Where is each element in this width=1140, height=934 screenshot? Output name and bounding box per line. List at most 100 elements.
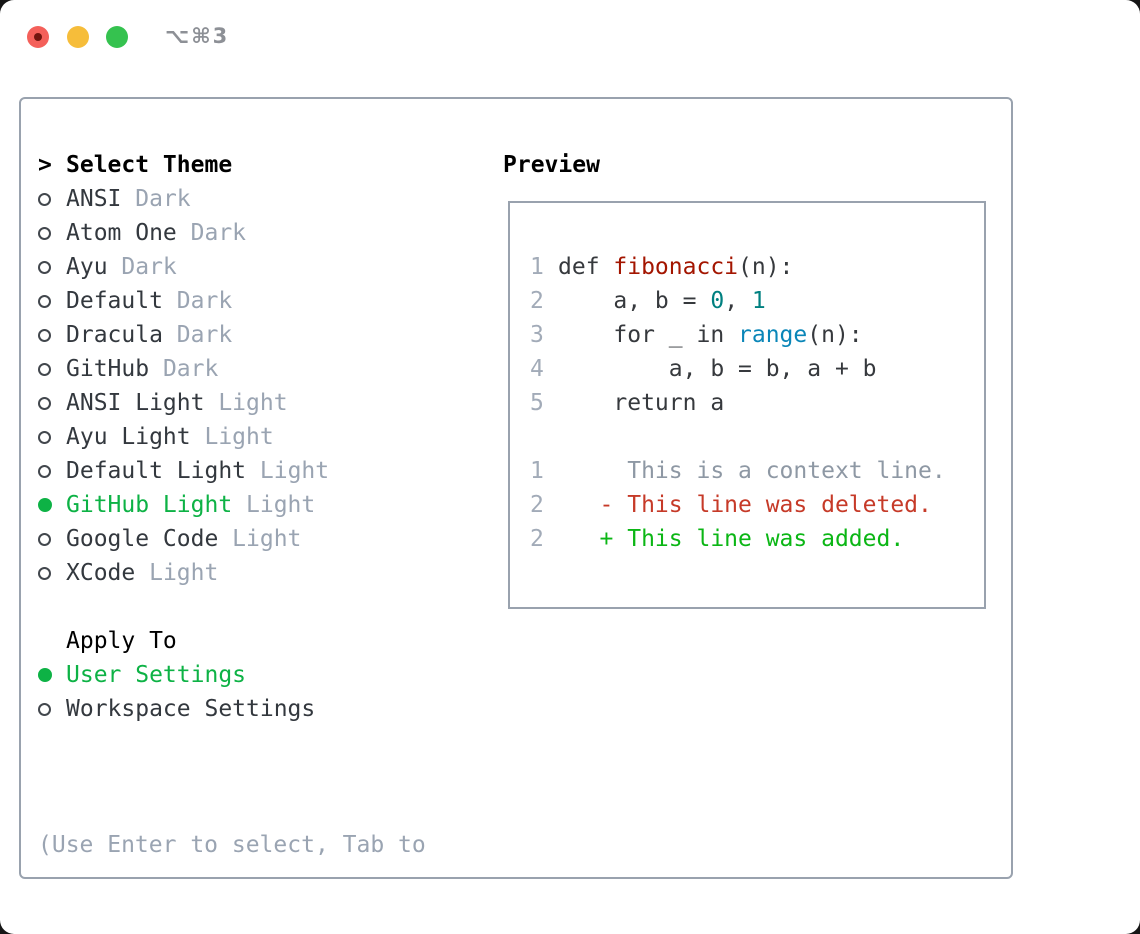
line-number: 2 [530, 526, 544, 552]
radio-selected-icon [38, 498, 52, 512]
radio-cell [38, 260, 66, 274]
theme-variant: Dark [176, 322, 233, 348]
token-code: for _ in [558, 322, 739, 348]
theme-option-dracula[interactable]: Dracula Dark [38, 318, 426, 352]
theme-option-ansi-light[interactable]: ANSI Light Light [38, 386, 426, 420]
radio-cell [38, 498, 66, 512]
theme-option-label: XCode [66, 560, 150, 586]
theme-variant: Dark [162, 356, 219, 382]
theme-option-label: Default Light [66, 458, 260, 484]
radio-icon [38, 226, 51, 240]
apply-option-workspace-settings[interactable]: Workspace Settings [38, 692, 426, 726]
token-code: def [558, 254, 614, 280]
token-builtin: range [738, 322, 808, 348]
radio-cell [38, 566, 66, 580]
radio-cell [38, 702, 66, 716]
theme-option-label: Ayu Light [66, 424, 205, 450]
zoom-button[interactable] [106, 26, 128, 48]
apply-option-user-settings[interactable]: User Settings [38, 658, 426, 692]
radio-icon [38, 396, 51, 410]
help-text: (Use Enter to select, Tab to change focu… [38, 760, 426, 934]
token-deleted: - This line was deleted. [558, 492, 932, 518]
radio-cell [38, 192, 66, 206]
theme-variant: Light [218, 390, 288, 416]
token-code: a, b = [558, 288, 711, 314]
line-number: 3 [530, 322, 544, 348]
theme-variant: Dark [135, 186, 191, 212]
title-bar: ⌥⌘3 [0, 0, 1140, 74]
prompt-marker: > [38, 152, 52, 178]
preview-pane: 1 def fibonacci (n): 2 a, b = 0, 1 3 for _ i… [508, 201, 986, 609]
theme-option-ayu[interactable]: Ayu Dark [38, 250, 426, 284]
token-code: (n): [807, 322, 863, 348]
apply-option-label: Workspace Settings [66, 696, 316, 722]
radio-cell [38, 464, 66, 478]
radio-icon [38, 532, 51, 546]
help-line-1: (Use Enter to select, Tab to [38, 832, 426, 858]
radio-icon [38, 294, 51, 308]
select-theme-title: Select Theme [66, 152, 233, 178]
window-title: ⌥⌘3 [165, 24, 230, 48]
apply-option-label: User Settings [66, 662, 247, 688]
theme-option-xcode[interactable]: XCode Light [38, 556, 426, 590]
token-added: + This line was added. [558, 526, 905, 552]
radio-selected-icon [38, 668, 52, 682]
line-number: 2 [530, 288, 544, 314]
line-number: 2 [530, 492, 544, 518]
code-line: 5 return a [530, 386, 984, 420]
token-code: return a [558, 390, 725, 416]
select-theme-header: > Select Theme [38, 148, 426, 182]
theme-variant: Light [246, 492, 316, 518]
theme-option-label: ANSI Light [66, 390, 219, 416]
code-line [530, 420, 984, 454]
theme-option-ayu-light[interactable]: Ayu Light Light [38, 420, 426, 454]
theme-variant: Light [259, 458, 330, 484]
theme-option-default[interactable]: Default Dark [38, 284, 426, 318]
theme-variant: Light [149, 560, 219, 586]
help-line-2: change focus) [38, 930, 426, 934]
preview-header: Preview [503, 152, 600, 178]
radio-cell [38, 430, 66, 444]
token-context: This is a context line. [558, 458, 946, 484]
radio-icon [38, 362, 51, 376]
token-number: 0 [710, 288, 725, 314]
close-button[interactable] [27, 26, 49, 48]
theme-option-github[interactable]: GitHub Dark [38, 352, 426, 386]
unsaved-indicator-dot [34, 33, 42, 41]
theme-option-label: ANSI [66, 186, 136, 212]
apply-to-title: Apply To [66, 628, 177, 654]
code-line: 2 - This line was deleted. [530, 488, 984, 522]
line-number: 1 [530, 254, 544, 280]
radio-cell [38, 226, 66, 240]
theme-option-github-light[interactable]: GitHub Light Light [38, 488, 426, 522]
theme-option-label: Default [66, 288, 177, 314]
token-code: a, b = b, a + b [558, 356, 877, 382]
minimize-button[interactable] [67, 26, 89, 48]
theme-option-label: Google Code [66, 526, 233, 552]
apply-to-header: Apply To [38, 624, 426, 658]
theme-variant: Light [232, 526, 302, 552]
theme-option-default-light[interactable]: Default Light Light [38, 454, 426, 488]
theme-option-label: GitHub [66, 356, 163, 382]
token-title: fibonacci [613, 254, 739, 280]
radio-icon [38, 464, 51, 478]
theme-variant: Light [204, 424, 274, 450]
token-code: , [724, 288, 752, 314]
token-number: 1 [751, 288, 766, 314]
radio-icon [38, 430, 51, 444]
code-line: 4 a, b = b, a + b [530, 352, 984, 386]
theme-option-ansi[interactable]: ANSI Dark [38, 182, 426, 216]
theme-option-google-code[interactable]: Google Code Light [38, 522, 426, 556]
preview-code: 1 def fibonacci (n): 2 a, b = 0, 1 3 for _ i… [510, 203, 984, 556]
theme-variant: Dark [176, 288, 233, 314]
radio-cell [38, 362, 66, 376]
radio-cell [38, 532, 66, 546]
theme-option-label: Dracula [66, 322, 177, 348]
theme-option-atom-one[interactable]: Atom One Dark [38, 216, 426, 250]
code-line: 2 + This line was added. [530, 522, 984, 556]
